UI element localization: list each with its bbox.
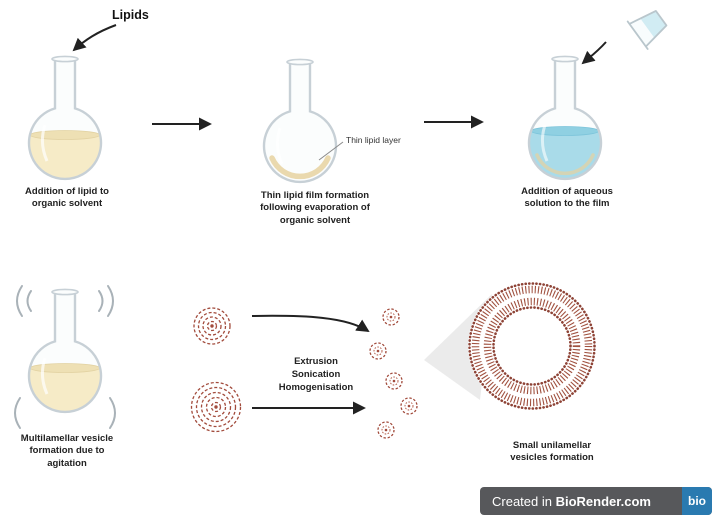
multilamellar-vesicle-large	[190, 381, 242, 433]
suv-2	[369, 342, 387, 360]
agitation-marks	[14, 285, 116, 429]
biorender-badge-brand: BioRender.com	[555, 493, 651, 509]
unilamellar-vesicle-bilayer	[468, 282, 596, 410]
suv-4	[400, 397, 418, 415]
lipids-label: Lipids	[112, 8, 149, 22]
arrow-beaker-to-flask	[581, 41, 607, 65]
arrow-mlv-to-suv-top	[251, 314, 370, 333]
suv-3	[385, 372, 403, 390]
biorender-badge-text: Created in BioRender.com	[480, 494, 682, 509]
flask-agitation	[27, 288, 103, 414]
flask-thin-film	[262, 58, 338, 184]
beaker-pouring	[626, 10, 668, 50]
multilamellar-vesicle-small	[193, 307, 231, 345]
flask-aqueous	[527, 55, 603, 181]
thin-lipid-layer-label: Thin lipid layer	[346, 135, 401, 145]
biorender-logo-icon: bio	[682, 487, 712, 515]
caption-mlv-formation: Multilamellar vesicle formation due to a…	[20, 433, 114, 469]
caption-aqueous-addition: Addition of aqueous solution to the film	[521, 186, 613, 210]
caption-suv-formation: Small unilamellar vesicles formation	[510, 440, 594, 464]
caption-lipid-addition: Addition of lipid to organic solvent	[25, 186, 109, 210]
flask-organic-solvent	[27, 55, 103, 181]
suv-5	[377, 421, 395, 439]
biorender-badge-prefix: Created in	[492, 493, 556, 509]
arrow-lipids-to-flask	[72, 24, 117, 52]
suv-1	[382, 308, 400, 326]
caption-thin-film: Thin lipid film formation following evap…	[260, 190, 370, 226]
small-vesicles	[369, 308, 418, 439]
thin-lipid-film	[269, 155, 331, 180]
biorender-badge: Created in BioRender.com bio	[480, 487, 712, 515]
thin-lipid-layer-pointer	[318, 141, 344, 161]
process-methods-label: Extrusion Sonication Homogenisation	[278, 356, 354, 393]
